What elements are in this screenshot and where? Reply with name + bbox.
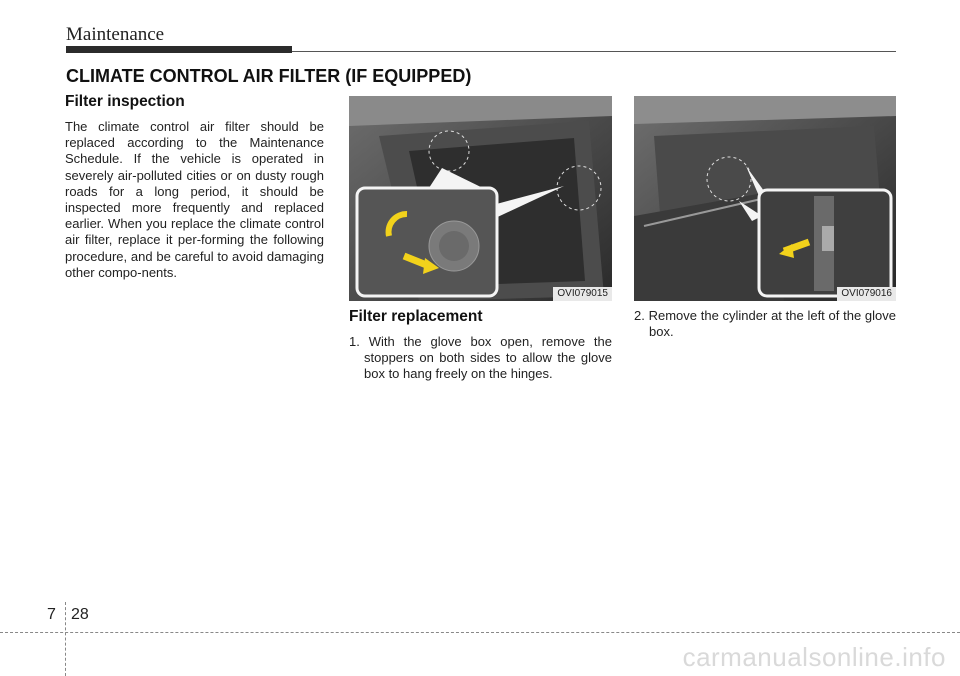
inspection-heading: Filter inspection (65, 93, 185, 110)
footer-page-number: 28 (71, 606, 89, 623)
replacement-column-2: 2. Remove the cylinder at the left of th… (634, 308, 896, 340)
inspection-column: Filter inspection The climate control ai… (65, 93, 324, 281)
figure-code: OVI079016 (837, 287, 896, 301)
replacement-step-2: 2. Remove the cylinder at the left of th… (634, 308, 896, 340)
section-title: CLIMATE CONTROL AIR FILTER (IF EQUIPPED) (66, 66, 472, 86)
header-rule (292, 51, 896, 52)
replacement-heading: Filter replacement (349, 308, 483, 325)
replacement-column: Filter replacement 1. With the glove box… (349, 308, 612, 383)
watermark: carmanualsonline.info (682, 642, 946, 672)
footer-dash-rule (0, 632, 960, 633)
header-bar (66, 46, 292, 53)
figure-code: OVI079015 (553, 287, 612, 301)
figure-glovebox-stoppers: OVI079015 (349, 96, 612, 301)
replacement-step-1: 1. With the glove box open, remove the s… (349, 334, 612, 382)
running-header-title: Maintenance (66, 24, 165, 45)
footer-dash-divider (65, 602, 66, 676)
footer-chapter-number: 7 (47, 606, 56, 623)
glovebox-cylinder-illustration (634, 96, 896, 301)
inspection-body: The climate control air filter should be… (65, 119, 324, 280)
glovebox-stoppers-illustration (349, 96, 612, 301)
figure-glovebox-cylinder: OVI079016 (634, 96, 896, 301)
